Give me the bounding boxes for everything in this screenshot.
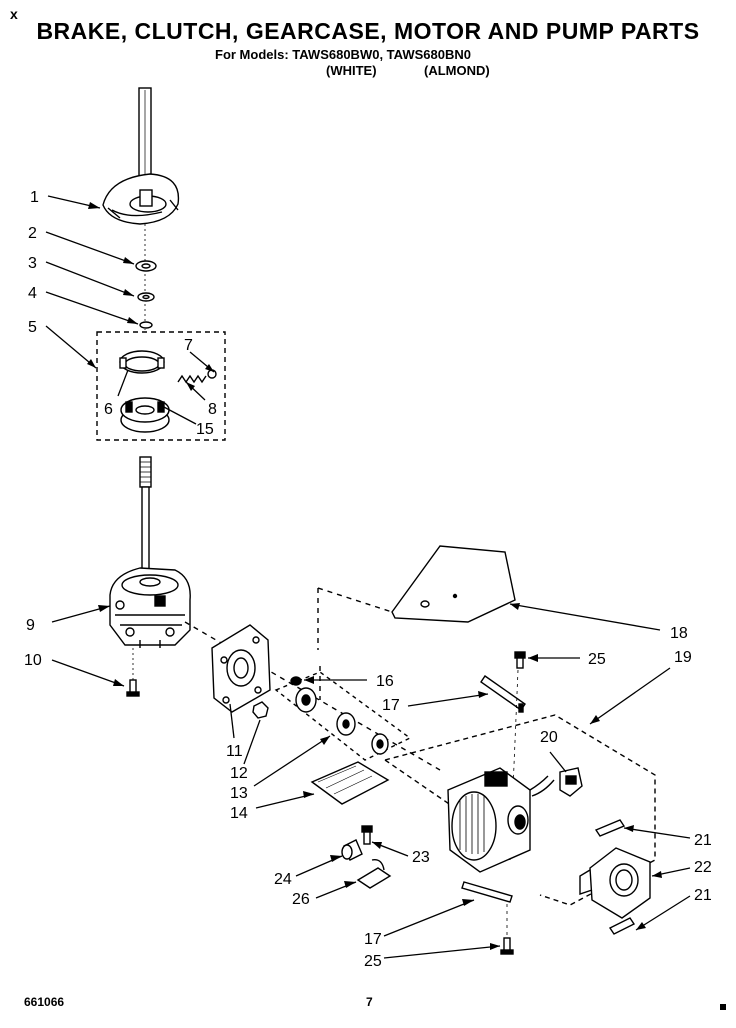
- callout-26: 26: [292, 891, 310, 908]
- callout-23: 23: [412, 849, 430, 866]
- models-line: For Models: TAWS680BW0, TAWS680BN0: [215, 47, 471, 62]
- callout-22: 22: [694, 859, 712, 876]
- callout-20: 20: [540, 729, 558, 746]
- page-number: 7: [366, 995, 373, 1009]
- nut-16: [290, 676, 302, 686]
- callout-4: 4: [28, 285, 37, 302]
- brake-assembly: [102, 173, 180, 330]
- callout-14: 14: [230, 805, 248, 822]
- callout-3: 3: [28, 255, 37, 272]
- callout-9: 9: [26, 617, 35, 634]
- corner-mark: x: [10, 6, 18, 22]
- coupling-13b: [371, 733, 389, 755]
- callout-11: 11: [226, 743, 243, 760]
- gearcase: [109, 567, 191, 648]
- clutch-band: [119, 350, 165, 374]
- clip-21-lower: [608, 917, 636, 935]
- shield-18: [391, 545, 516, 623]
- callout-5: 5: [28, 319, 37, 336]
- corner-dot: [720, 1004, 726, 1010]
- pad-14: [310, 761, 390, 805]
- bolt-23: [361, 825, 373, 845]
- callout-25-top: 25: [588, 651, 606, 668]
- callout-21-lower: 21: [694, 887, 712, 904]
- callout-6: 6: [104, 401, 113, 418]
- callout-19: 19: [674, 649, 692, 666]
- callout-15: 15: [196, 421, 214, 438]
- callout-17-lower: 17: [364, 931, 382, 948]
- page-title: BRAKE, CLUTCH, GEARCASE, MOTOR AND PUMP …: [36, 18, 700, 44]
- callout-2: 2: [28, 225, 37, 242]
- bolt-25-bottom: [500, 937, 514, 955]
- callout-25-bottom: 25: [364, 953, 382, 970]
- bracket-17-upper: [480, 675, 526, 713]
- callout-13: 13: [230, 785, 248, 802]
- clamp-26: [356, 859, 392, 889]
- callout-10: 10: [24, 652, 42, 669]
- washer-4: [139, 321, 153, 329]
- callout-16: 16: [376, 673, 394, 690]
- callout-17-upper: 17: [382, 697, 400, 714]
- bolt-25-top: [514, 651, 526, 669]
- white-label: (WHITE): [326, 63, 377, 78]
- clutch-driver: [120, 397, 170, 433]
- callout-1: 1: [30, 189, 39, 206]
- motor-mount-plate: [211, 624, 271, 713]
- agitate-shaft: [139, 456, 152, 583]
- motor-main: [447, 767, 555, 873]
- diagram-code: 661066: [24, 995, 65, 1009]
- bracket-17-lower: [461, 881, 513, 903]
- pump-22: [579, 847, 651, 919]
- clutch-spring: [177, 369, 217, 384]
- clip-11: [252, 701, 269, 719]
- callout-21-upper: 21: [694, 832, 712, 849]
- switch-20: [559, 767, 583, 797]
- coupling-12: [295, 687, 317, 713]
- washer-3: [137, 292, 155, 302]
- washer-2: [135, 260, 157, 272]
- coupling-13a: [336, 712, 356, 736]
- callout-24: 24: [274, 871, 292, 888]
- clutch-kit-box: [96, 331, 226, 441]
- clip-21-upper: [594, 819, 626, 837]
- callout-8: 8: [208, 401, 217, 418]
- bushing-24: [341, 839, 363, 861]
- almond-label: (ALMOND): [424, 63, 490, 78]
- callout-7: 7: [184, 337, 193, 354]
- callout-12: 12: [230, 765, 248, 782]
- bolt-10: [126, 679, 140, 697]
- callout-18: 18: [670, 625, 688, 642]
